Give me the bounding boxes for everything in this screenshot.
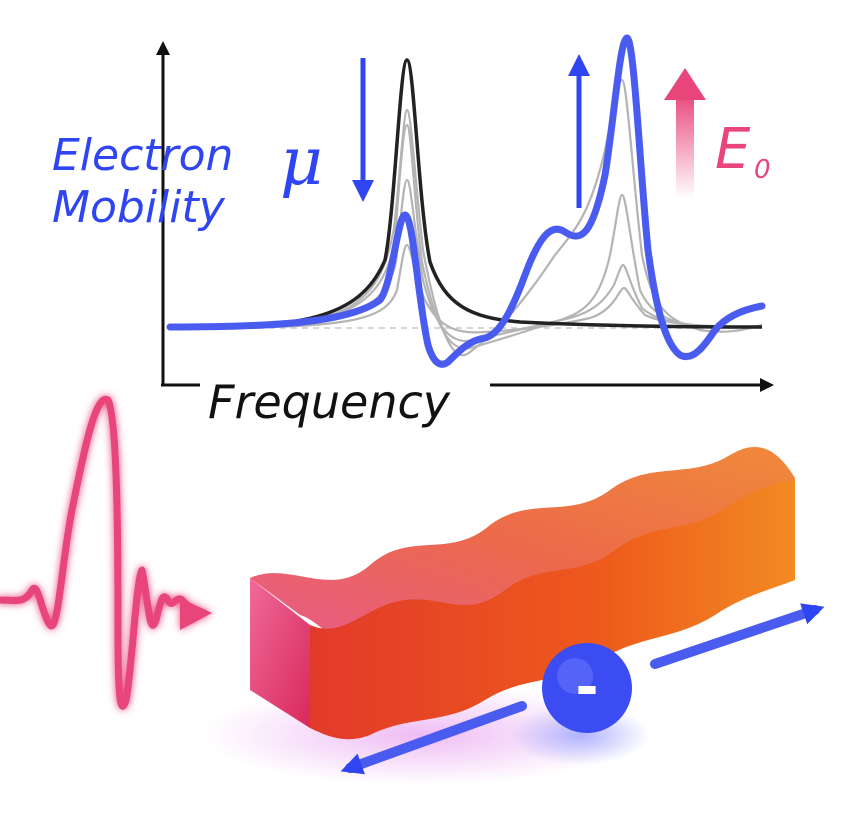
arrow-right-up-icon (650, 603, 825, 669)
intermediate-spectra (169, 78, 763, 357)
electron-charge-label: - (575, 655, 598, 720)
enhanced-spectrum-curve (166, 34, 766, 368)
ribbon-top-face (250, 446, 795, 644)
ribbon-front-face (310, 480, 795, 740)
x-axis-label: Frequency (208, 375, 451, 429)
baseline-spectrum-curve (169, 58, 763, 330)
gray-curve-4 (169, 78, 763, 357)
gray-curve-3 (169, 243, 763, 334)
electron-minus-icon: - (542, 643, 632, 733)
y-axis-label-line2: Mobility (52, 182, 226, 233)
gray-curve-1 (169, 123, 763, 350)
ribbon-end-face (250, 578, 310, 728)
gradient-arrow-up-icon (664, 68, 706, 198)
thz-pulse-icon (0, 395, 212, 710)
y-axis-label-line1: Electron (52, 130, 233, 181)
field-symbol: E (715, 117, 751, 182)
field-label: E 0 (715, 117, 771, 185)
wavy-ribbon (250, 446, 795, 740)
arrow-left-down-icon (340, 701, 527, 775)
plot-axes (156, 41, 774, 392)
mu-symbol: μ (280, 123, 323, 200)
field-subscript: 0 (754, 155, 771, 185)
